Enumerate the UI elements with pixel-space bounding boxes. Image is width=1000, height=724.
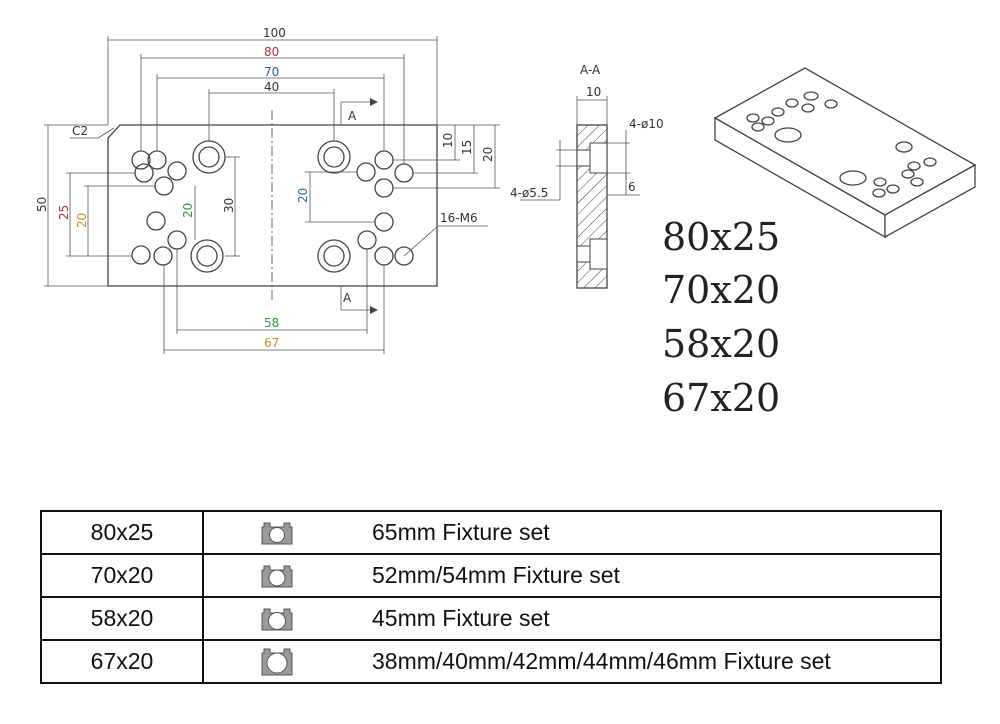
- size-cell: 70x20: [40, 553, 204, 598]
- table-row: 58x20 45mm Fixture set: [40, 596, 942, 641]
- size-label-3: 58x20: [662, 322, 781, 366]
- section-marker-top: A: [348, 109, 357, 123]
- section-dim-4phi55: 4-ø5.5: [510, 186, 548, 200]
- clamp-icon: [261, 648, 293, 675]
- table-row: 80x25 65mm Fixture set: [40, 510, 942, 555]
- chamfer-label: C2: [72, 124, 88, 138]
- dim-20-green: 20: [181, 203, 195, 218]
- size-cell: 80x25: [40, 510, 204, 555]
- size-cell: 58x20: [40, 596, 204, 641]
- table-row: 67x20 38mm/40mm/42mm/44mm/46mm Fixture s…: [40, 639, 942, 684]
- fixture-description: 65mm Fixture set: [372, 519, 550, 545]
- section-dim-10: 10: [586, 85, 601, 99]
- dim-20-right: 20: [481, 147, 495, 162]
- size-label-1: 80x25: [662, 215, 781, 259]
- fixture-size-table: 80x25 65mm Fixture set 70x20 52mm/54mm F…: [40, 510, 942, 684]
- fixture-description: 52mm/54mm Fixture set: [372, 562, 620, 588]
- plate-isometric-view: [713, 67, 977, 239]
- technical-drawing: 100 80 70 40 58 67 50 25 20 20 30 20 10 …: [35, 26, 977, 354]
- dim-80: 80: [264, 45, 279, 59]
- dim-100: 100: [263, 26, 286, 40]
- fixture-description: 45mm Fixture set: [372, 605, 550, 631]
- clamp-icon: [261, 608, 293, 630]
- section-marker-bottom: A: [343, 291, 352, 305]
- dim-67: 67: [264, 336, 279, 350]
- size-cell: 67x20: [40, 639, 204, 684]
- dim-25: 25: [57, 205, 71, 220]
- dim-58: 58: [264, 316, 279, 330]
- dim-70: 70: [264, 65, 279, 79]
- dim-15: 15: [460, 140, 474, 155]
- clamp-icon: [261, 565, 293, 587]
- dim-50: 50: [35, 197, 49, 212]
- plate-holes: [131, 140, 414, 273]
- dim-10: 10: [441, 133, 455, 148]
- section-dim-4phi10: 4-ø10: [629, 117, 664, 131]
- size-label-4: 67x20: [662, 376, 781, 420]
- section-dim-6: 6: [628, 180, 636, 194]
- thread-holes-label: 16-M6: [440, 211, 478, 225]
- dim-20-orange: 20: [75, 213, 89, 228]
- dim-30: 30: [222, 198, 236, 213]
- size-label-2: 70x20: [662, 268, 781, 312]
- clamp-icon: [261, 522, 293, 544]
- fixture-description: 38mm/40mm/42mm/44mm/46mm Fixture set: [372, 648, 831, 674]
- dim-20-blue: 20: [296, 188, 310, 203]
- dim-40: 40: [264, 80, 279, 94]
- table-row: 70x20 52mm/54mm Fixture set: [40, 553, 942, 598]
- section-title: A-A: [580, 63, 601, 77]
- section-view: A-A 10 4-ø10 4-ø5.5 6: [510, 63, 664, 289]
